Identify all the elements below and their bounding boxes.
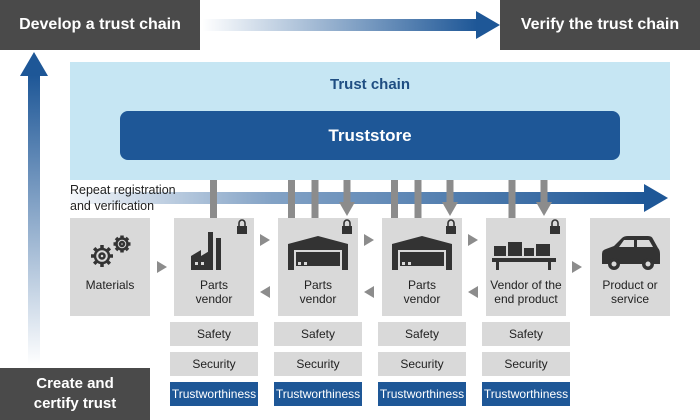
stage-parts-vendor-1: Parts vendor	[174, 218, 254, 316]
warehouse-icon	[288, 219, 352, 270]
develop-trust-chain-label: Develop a trust chain	[19, 16, 181, 33]
create-certify-trust-box: Create and certify trust	[0, 368, 150, 420]
register-arrow	[288, 176, 295, 218]
trust-chain-label: Trust chain	[329, 76, 411, 93]
security-label: Security	[170, 352, 258, 376]
truststore-label: Truststore	[328, 125, 412, 145]
develop-to-verify-arrowhead	[476, 11, 500, 39]
create-to-develop-arrow	[28, 75, 40, 365]
repeat-arrowhead	[644, 184, 668, 212]
develop-trust-chain-box: Develop a trust chain	[0, 0, 200, 50]
security-label: Security	[378, 352, 466, 376]
stage-label: Parts vendor	[195, 278, 233, 306]
verify-trust-chain-label: Verify the trust chain	[520, 16, 680, 33]
security-label: Security	[274, 352, 362, 376]
stage-label: Product or service	[602, 278, 658, 306]
trustworthiness-label: Trustworthiness	[170, 382, 258, 406]
verify-loop-arrowhead	[339, 202, 355, 216]
flow-forward-arrow	[260, 234, 270, 246]
gears-icon	[91, 235, 131, 267]
trustworthiness-label: Trustworthiness	[378, 382, 466, 406]
factory-icon	[191, 219, 247, 270]
stage-parts-vendor-3: Parts vendor	[382, 218, 462, 316]
stage-parts-vendor-2: Parts vendor	[278, 218, 358, 316]
create-to-develop-arrowhead	[20, 52, 48, 76]
repeat-registration-label: Repeat registration and verification	[70, 182, 176, 214]
repeat-line1: Repeat registration	[70, 183, 176, 197]
stage-label: Parts vendor	[403, 278, 441, 306]
trustworthiness-label: Trustworthiness	[482, 382, 570, 406]
create-certify-line1: Create and	[36, 375, 114, 392]
flow-back-arrow	[364, 286, 374, 298]
lock-icon	[237, 219, 247, 234]
warehouse-icon	[392, 219, 456, 270]
flow-forward-arrow	[157, 261, 167, 273]
lock-icon	[446, 219, 456, 234]
safety-label: Safety	[170, 322, 258, 346]
repeat-line2: and verification	[70, 199, 155, 213]
flow-back-arrow	[260, 286, 270, 298]
register-arrow	[210, 176, 217, 218]
stage-materials: Materials	[70, 218, 150, 316]
flow-back-arrow	[468, 286, 478, 298]
create-certify-line2: certify trust	[33, 395, 117, 412]
flow-forward-arrow	[468, 234, 478, 246]
verify-loop-arrowhead	[442, 202, 458, 216]
lock-icon	[342, 219, 352, 234]
develop-to-verify-arrow	[202, 19, 477, 31]
safety-label: Safety	[274, 322, 362, 346]
lock-icon	[550, 219, 560, 234]
verify-loop-arrowhead	[536, 202, 552, 216]
security-label: Security	[482, 352, 570, 376]
car-icon	[602, 236, 660, 270]
stage-product-or-service: Product or service	[590, 218, 670, 316]
verify-trust-chain-box: Verify the trust chain	[500, 0, 700, 50]
stage-end-product-vendor: Vendor of the end product	[486, 218, 566, 316]
register-arrow	[391, 176, 398, 218]
truststore-box: Truststore	[120, 111, 620, 160]
safety-label: Safety	[482, 322, 570, 346]
trustworthiness-label: Trustworthiness	[274, 382, 362, 406]
flow-forward-arrow	[572, 261, 582, 273]
stage-label: Materials	[85, 278, 135, 292]
production-line-icon	[492, 219, 560, 270]
safety-label: Safety	[378, 322, 466, 346]
stage-label: Parts vendor	[299, 278, 337, 306]
flow-forward-arrow	[364, 234, 374, 246]
stage-label: Vendor of the end product	[490, 278, 562, 306]
